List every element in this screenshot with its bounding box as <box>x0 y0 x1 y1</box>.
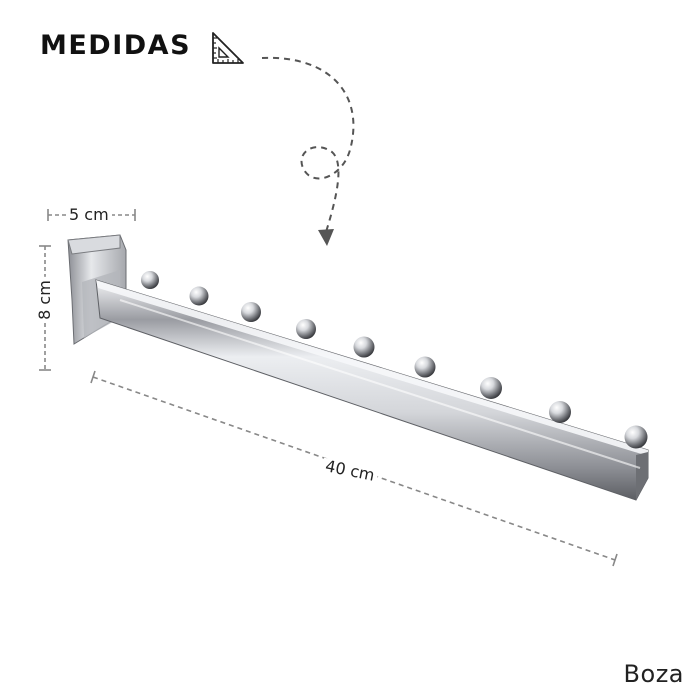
peg-ball <box>296 319 316 339</box>
peg-ball <box>141 271 159 289</box>
width-label: 5 cm <box>66 207 112 223</box>
length-dimension-line <box>90 370 618 567</box>
peg-ball <box>414 356 436 378</box>
height-dimension-line <box>39 245 51 371</box>
dashed-arrow <box>261 56 355 233</box>
ruler-triangle-icon <box>212 32 244 64</box>
peg-ball <box>189 286 209 306</box>
arrow-head <box>318 229 334 246</box>
peg-ball <box>241 302 261 322</box>
page-title: MEDIDAS <box>40 30 192 61</box>
peg-ball <box>624 425 648 449</box>
peg-ball <box>480 377 502 399</box>
hanger-bar <box>95 279 649 501</box>
height-label: 8 cm <box>35 277 54 323</box>
brand-logo: Boza <box>623 660 684 688</box>
peg-ball <box>353 336 375 358</box>
peg-ball <box>549 401 571 423</box>
peg-balls <box>141 271 648 449</box>
